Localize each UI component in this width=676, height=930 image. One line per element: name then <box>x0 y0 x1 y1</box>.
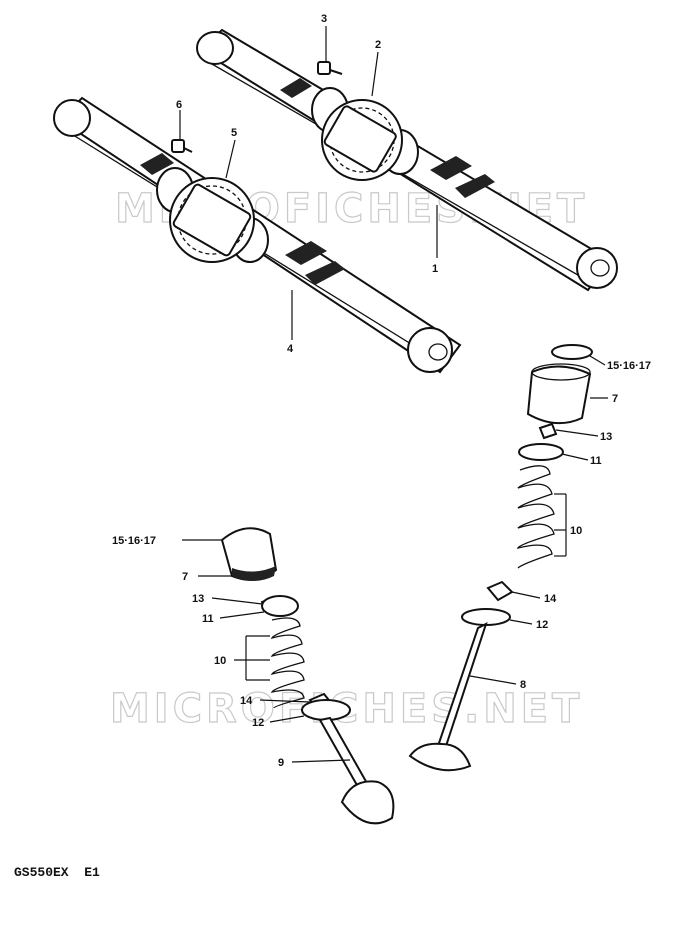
bolt-upper[interactable] <box>317 61 343 75</box>
label-part-13-right: 13 <box>600 431 612 443</box>
valve-assembly-right[interactable] <box>408 344 593 772</box>
label-part-14-right: 14 <box>544 593 557 605</box>
label-part-7-right: 7 <box>612 393 618 405</box>
camshaft-lower[interactable] <box>53 96 462 374</box>
label-part-15-16-17-left: 15·16·17 <box>112 535 156 547</box>
label-part-15-16-17-right: 15·16·17 <box>607 360 651 372</box>
label-part-10-right: 10 <box>570 525 582 537</box>
label-part-12-left: 12 <box>252 717 264 729</box>
label-part-3: 3 <box>321 13 327 25</box>
label-part-8: 8 <box>520 679 526 691</box>
label-part-4: 4 <box>287 343 294 355</box>
label-part-10-left: 10 <box>214 655 226 667</box>
valve-assembly-left[interactable] <box>220 527 395 825</box>
label-part-13-left: 13 <box>192 593 204 605</box>
label-part-1: 1 <box>432 263 438 275</box>
label-part-6: 6 <box>176 99 182 111</box>
model-code: GS550EX E1 <box>14 865 100 880</box>
label-part-11-right: 11 <box>590 455 602 467</box>
label-part-9: 9 <box>278 757 284 769</box>
camshaft-upper[interactable] <box>196 28 618 292</box>
leader-lines <box>179 26 608 763</box>
label-part-2: 2 <box>375 39 381 51</box>
label-part-11-left: 11 <box>202 613 214 625</box>
label-part-5: 5 <box>231 127 237 139</box>
label-part-14-left: 14 <box>240 695 253 707</box>
label-part-12-right: 12 <box>536 619 548 631</box>
label-part-7-left: 7 <box>182 571 188 583</box>
bolt-lower[interactable] <box>171 139 193 153</box>
